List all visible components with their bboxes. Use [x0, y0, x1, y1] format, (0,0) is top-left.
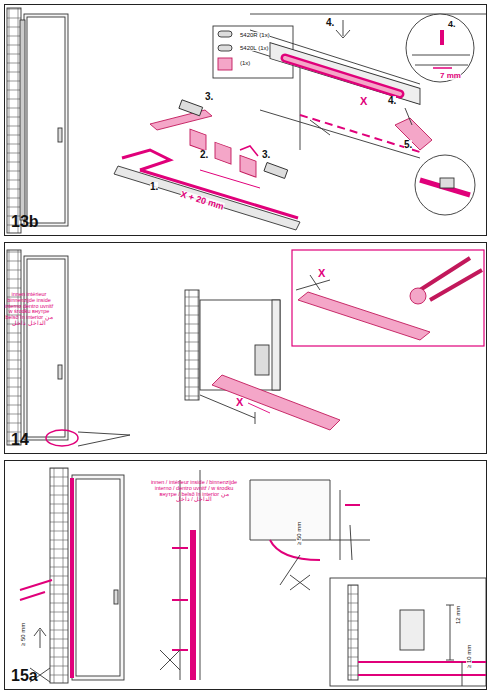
- callout-label: 5420L (1x): [240, 45, 268, 51]
- callout-label: 4.: [326, 18, 334, 29]
- callout-label: 1.: [150, 182, 158, 193]
- callout-label: ≥ 50 mm: [20, 623, 26, 646]
- callout-label: X: [236, 397, 243, 409]
- inside-note: innen intérieur binnenzijde inside inter…: [3, 292, 55, 327]
- step-number: 14: [11, 431, 29, 449]
- callout-label: 5.: [404, 140, 412, 151]
- step-panel: 15a: [4, 460, 487, 690]
- callout-label: ≥ 50 mm: [296, 522, 302, 545]
- callout-label: 2.: [200, 150, 208, 161]
- callout-label: 7 mm: [440, 72, 461, 80]
- callout-label: ≥ 10 mm: [466, 645, 472, 668]
- step-panel: 14: [4, 242, 487, 454]
- callout-label: 4.: [388, 96, 396, 107]
- callout-label: 4.: [448, 20, 456, 29]
- step-number: 15a: [11, 667, 38, 685]
- callout-label: 3.: [205, 92, 213, 103]
- callout-label: 5420R (1x): [240, 32, 270, 38]
- callout-label: (1x): [240, 60, 250, 66]
- callout-label: 12 mm: [455, 606, 461, 624]
- step-panel: 13b: [4, 4, 487, 236]
- callout-label: X: [318, 268, 325, 280]
- step-number: 13b: [11, 213, 39, 231]
- inside-note: innen / intérieur inside / binnenzijde i…: [150, 480, 238, 503]
- callout-label: X: [360, 96, 367, 108]
- callout-label: 3.: [262, 150, 270, 161]
- callout-label: X + 20 mm: [179, 190, 225, 212]
